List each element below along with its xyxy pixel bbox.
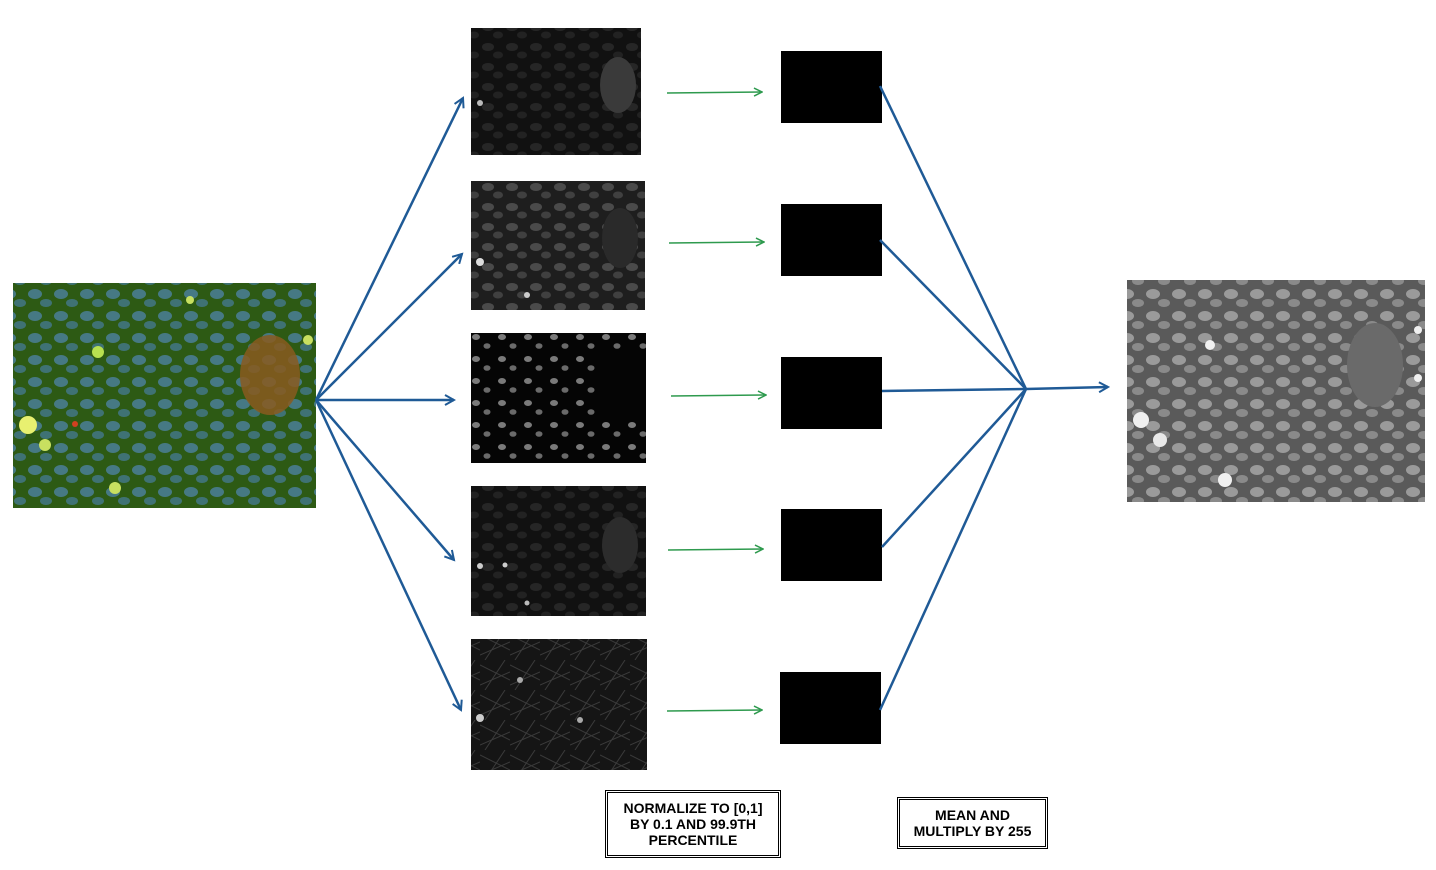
composite-fluorescence-image (13, 283, 316, 508)
converge-line-3 (881, 387, 1027, 393)
green-arrow-3 (670, 395, 766, 396)
arrow-to-channel-4 (315, 399, 454, 560)
normalized-4 (781, 509, 882, 581)
arrow-to-channel-5 (314, 399, 461, 710)
channel-2-image (471, 181, 645, 310)
green-arrow-1 (666, 92, 762, 93)
normalized-3 (781, 357, 882, 429)
fan-out-arrows (314, 98, 463, 710)
converge-lines (878, 85, 1108, 711)
green-arrow-2 (668, 242, 764, 243)
channel-5-image (471, 639, 647, 770)
normalize-label-text: NORMALIZE TO [0,1] BY 0.1 AND 99.9TH PER… (623, 800, 763, 848)
channel-1-image (471, 28, 641, 155)
converge-line-1 (878, 85, 1028, 390)
mean-label-text: MEAN AND MULTIPLY BY 255 (913, 807, 1032, 839)
normalized-5 (780, 672, 881, 744)
arrow-to-output (1025, 387, 1108, 389)
normalize-label: NORMALIZE TO [0,1] BY 0.1 AND 99.9TH PER… (605, 790, 781, 858)
channel-3-nuclei-image (471, 333, 646, 463)
converge-line-4 (881, 388, 1027, 548)
converge-line-2 (879, 239, 1027, 390)
green-arrow-5 (666, 710, 762, 711)
mean-label: MEAN AND MULTIPLY BY 255 (897, 797, 1048, 849)
channel-4-image (471, 486, 646, 616)
green-arrow-4 (667, 549, 763, 550)
normalize-arrows (666, 92, 766, 711)
converge-line-5 (878, 388, 1028, 711)
normalized-2 (781, 204, 882, 276)
arrow-to-channel-2 (315, 254, 462, 401)
normalized-1 (781, 51, 882, 123)
arrow-to-channel-1 (314, 98, 463, 401)
grayscale-output-image (1127, 280, 1425, 502)
